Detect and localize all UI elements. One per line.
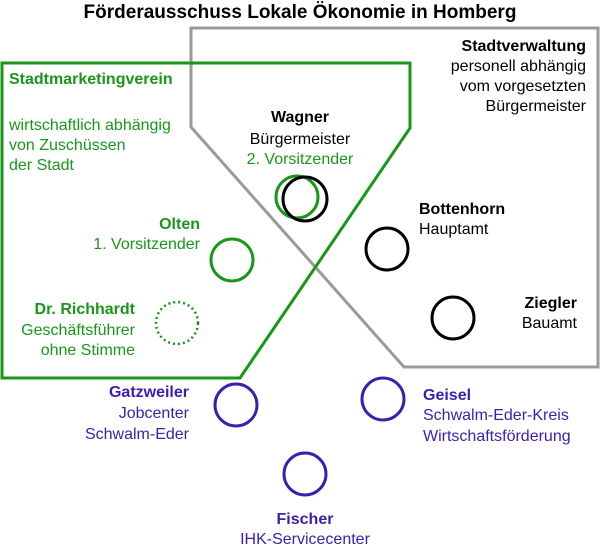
bottenhorn-name: Bottenhorn bbox=[419, 201, 506, 218]
fischer-circle bbox=[282, 451, 328, 497]
stadtmarketing-desc-1: wirtschaftlich abhängig bbox=[9, 117, 171, 134]
stadtmarketing-region bbox=[0, 61, 412, 380]
stadtverwaltung-desc-1: personell abhängig bbox=[450, 58, 586, 75]
olten-circle bbox=[209, 237, 255, 283]
geisel-role-2: Wirtschaftsförderung bbox=[423, 428, 571, 445]
fischer-role: IHK-Servicecenter bbox=[240, 531, 370, 548]
stadtverwaltung-name: Stadtverwaltung bbox=[461, 38, 586, 55]
fischer-name: Fischer bbox=[276, 511, 334, 528]
stadtmarketing-name: Stadtmarketingverein bbox=[9, 71, 173, 88]
ziegler-circle bbox=[430, 295, 476, 341]
geisel-role-1: Schwalm-Eder-Kreis bbox=[423, 407, 569, 424]
richhardt-role-2: ohne Stimme bbox=[40, 342, 135, 359]
gatzweiler-name: Gatzweiler bbox=[108, 384, 189, 401]
olten-role: 1. Vorsitzender bbox=[93, 236, 200, 253]
gatzweiler-circle bbox=[213, 382, 259, 428]
bottenhorn-circle bbox=[364, 226, 410, 272]
richhardt-name: Dr. Richhardt bbox=[34, 301, 135, 318]
stadtmarketing-desc-3: der Stadt bbox=[9, 157, 74, 174]
wagner-role-2: 2. Vorsitzender bbox=[246, 151, 354, 168]
stadtverwaltung-region bbox=[189, 26, 600, 369]
stadtverwaltung-desc-3: Bürgermeister bbox=[485, 98, 586, 115]
wagner-role-1: Bürgermeister bbox=[249, 131, 351, 148]
stadtmarketing-desc-2: von Zuschüssen bbox=[9, 137, 126, 154]
bottenhorn-role: Hauptamt bbox=[419, 221, 489, 238]
ziegler-role: Bauamt bbox=[521, 315, 577, 332]
stadtverwaltung-desc-2: vom vorgesetzten bbox=[459, 78, 586, 95]
gatzweiler-role-1: Jobcenter bbox=[118, 405, 189, 422]
richhardt-role-1: Geschäftsführer bbox=[21, 322, 135, 339]
diagram-title: Förderausschuss Lokale Ökonomie in Hombe… bbox=[83, 2, 517, 23]
olten-name: Olten bbox=[159, 216, 200, 233]
wagner-black-circle bbox=[281, 175, 329, 223]
geisel-circle bbox=[360, 376, 406, 422]
richhardt-circle bbox=[154, 300, 200, 346]
ziegler-name: Ziegler bbox=[524, 295, 577, 312]
geisel-name: Geisel bbox=[423, 387, 472, 404]
wagner-name: Wagner bbox=[270, 109, 330, 126]
gatzweiler-role-2: Schwalm-Eder bbox=[84, 426, 189, 443]
